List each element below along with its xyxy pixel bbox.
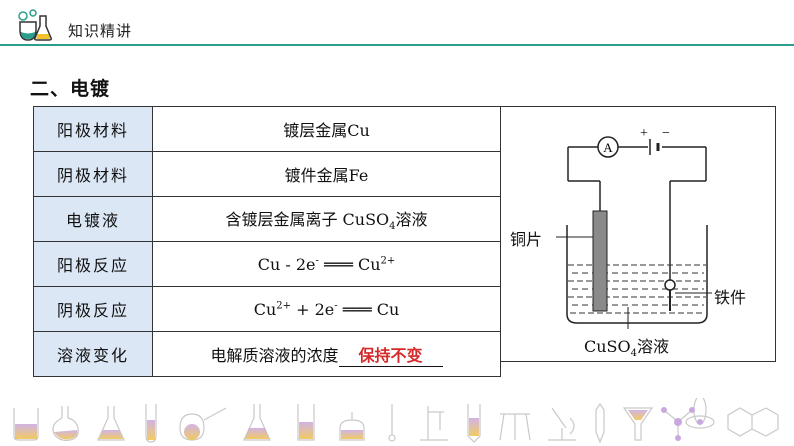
retort-icon [179,407,227,441]
cylinder-liquid [299,422,313,439]
subscript: 4 [389,221,396,233]
answer-blank: 保持不变 [338,346,443,367]
row-value: 镀层金属Cu [152,106,501,152]
eq-part: ═══ Cu [318,254,381,274]
molecule-node [661,407,667,413]
value-text: 含镀层金属离子 CuSO [225,209,390,229]
minus-sign: − [662,126,670,141]
table-row: 溶液变化 电解质溶液的浓度保持不变 [33,331,501,377]
eq-part: Cu [253,299,277,319]
subscript: 4 [630,348,637,360]
superscript: 2+ [276,300,292,312]
test-tube-liquid [147,420,155,440]
eq-part: Cu - 2e [257,254,316,274]
row-label: 阳极材料 [33,106,153,152]
copper-anode [592,210,608,312]
lab-equipment-footer [13,398,779,444]
burette-liquid [469,418,479,436]
row-value: 镀件金属Fe [152,151,501,197]
solution-text: CuSO [584,337,631,356]
funnel-icon [622,407,654,441]
test-tube-icon [145,404,157,443]
iron-part-icon [664,279,676,291]
atom-nucleus [697,419,703,425]
ammeter-label: A [603,140,613,155]
table-row: 阳极材料 镀层金属Cu [33,106,501,152]
flask-liquid [245,428,269,439]
value-text: 电解质溶液的浓度 [210,345,339,365]
superscript: - [315,255,319,267]
row-label: 阳极反应 [33,241,153,287]
funnel-liquid [628,410,648,420]
beaker-liquid [15,424,37,439]
flask-icon [243,404,271,441]
table-row: 阴极材料 镀件金属Fe [33,151,501,197]
molecule-node [674,418,682,426]
table-row: 电镀液 含镀层金属离子 CuSO4溶液 [33,196,501,242]
table-row: 阴极反应 Cu2+ + 2e- ═══ Cu [33,286,501,332]
solution-label: CuSO4溶液 [584,333,669,359]
table-row: 阳极反应 Cu - 2e- ═══ Cu2+ [33,241,501,287]
header-bar: 知识精讲 [0,0,794,46]
row-label: 电镀液 [33,196,153,242]
apparatus-svg: A + − [556,126,712,329]
alcohol-lamp-icon [339,412,365,441]
lamp-liquid [341,430,363,439]
burette-icon [467,404,481,443]
row-label: 阴极反应 [33,286,153,332]
molecule-node [675,435,681,441]
lab-flask-logo-icon [18,9,52,41]
ammeter-icon [597,136,619,158]
cathode-equation: Cu2+ + 2e- ═══ Cu [152,286,501,332]
row-value: 含镀层金属离子 CuSO4溶液 [152,196,501,242]
anode-equation: Cu - 2e- ═══ Cu2+ [152,241,501,287]
value-text: 溶液 [395,209,428,229]
section-title: 二、电镀 [30,78,111,100]
electroplating-table: 阳极材料 镀层金属Cu 阴极材料 镀件金属Fe 电镀液 含镀层金属离子 CuSO… [33,106,501,377]
superscript: - [334,300,338,312]
microscope-icon [548,407,576,441]
eq-part: + 2e [291,299,335,319]
thermometer-icon [388,404,396,442]
solution-text: 溶液 [637,337,670,356]
beaker-icon [13,408,39,441]
copper-label: 铜片 [510,230,543,249]
superscript: 2+ [380,255,396,267]
benzene-ring-icon [727,407,779,437]
plus-sign: + [640,126,648,141]
beaker [566,225,708,324]
retort-liquid [184,424,200,440]
tripod-icon [499,413,531,441]
row-label: 阴极材料 [33,151,153,197]
electroplating-diagram: A + − 铜片 铁件 CuSO4溶液 [500,106,776,362]
header-title: 知识精讲 [68,22,133,40]
iron-label: 铁件 [714,288,747,307]
row-value: 电解质溶液的浓度保持不变 [152,331,501,377]
round-flask-liquid [54,430,78,440]
row-label: 溶液变化 [33,331,153,377]
graduated-cylinder-icon [297,404,315,441]
eq-part: ═══ Cu [337,299,400,319]
atom-icon [685,398,715,429]
molecule-node [689,407,695,413]
dropper-icon [595,402,605,444]
header-divider [0,44,794,46]
conical-flask-liquid [99,430,123,439]
stand-icon [420,406,448,441]
round-flask-icon [52,406,79,441]
conical-flask-icon [97,406,125,441]
solution-fill [568,264,706,314]
